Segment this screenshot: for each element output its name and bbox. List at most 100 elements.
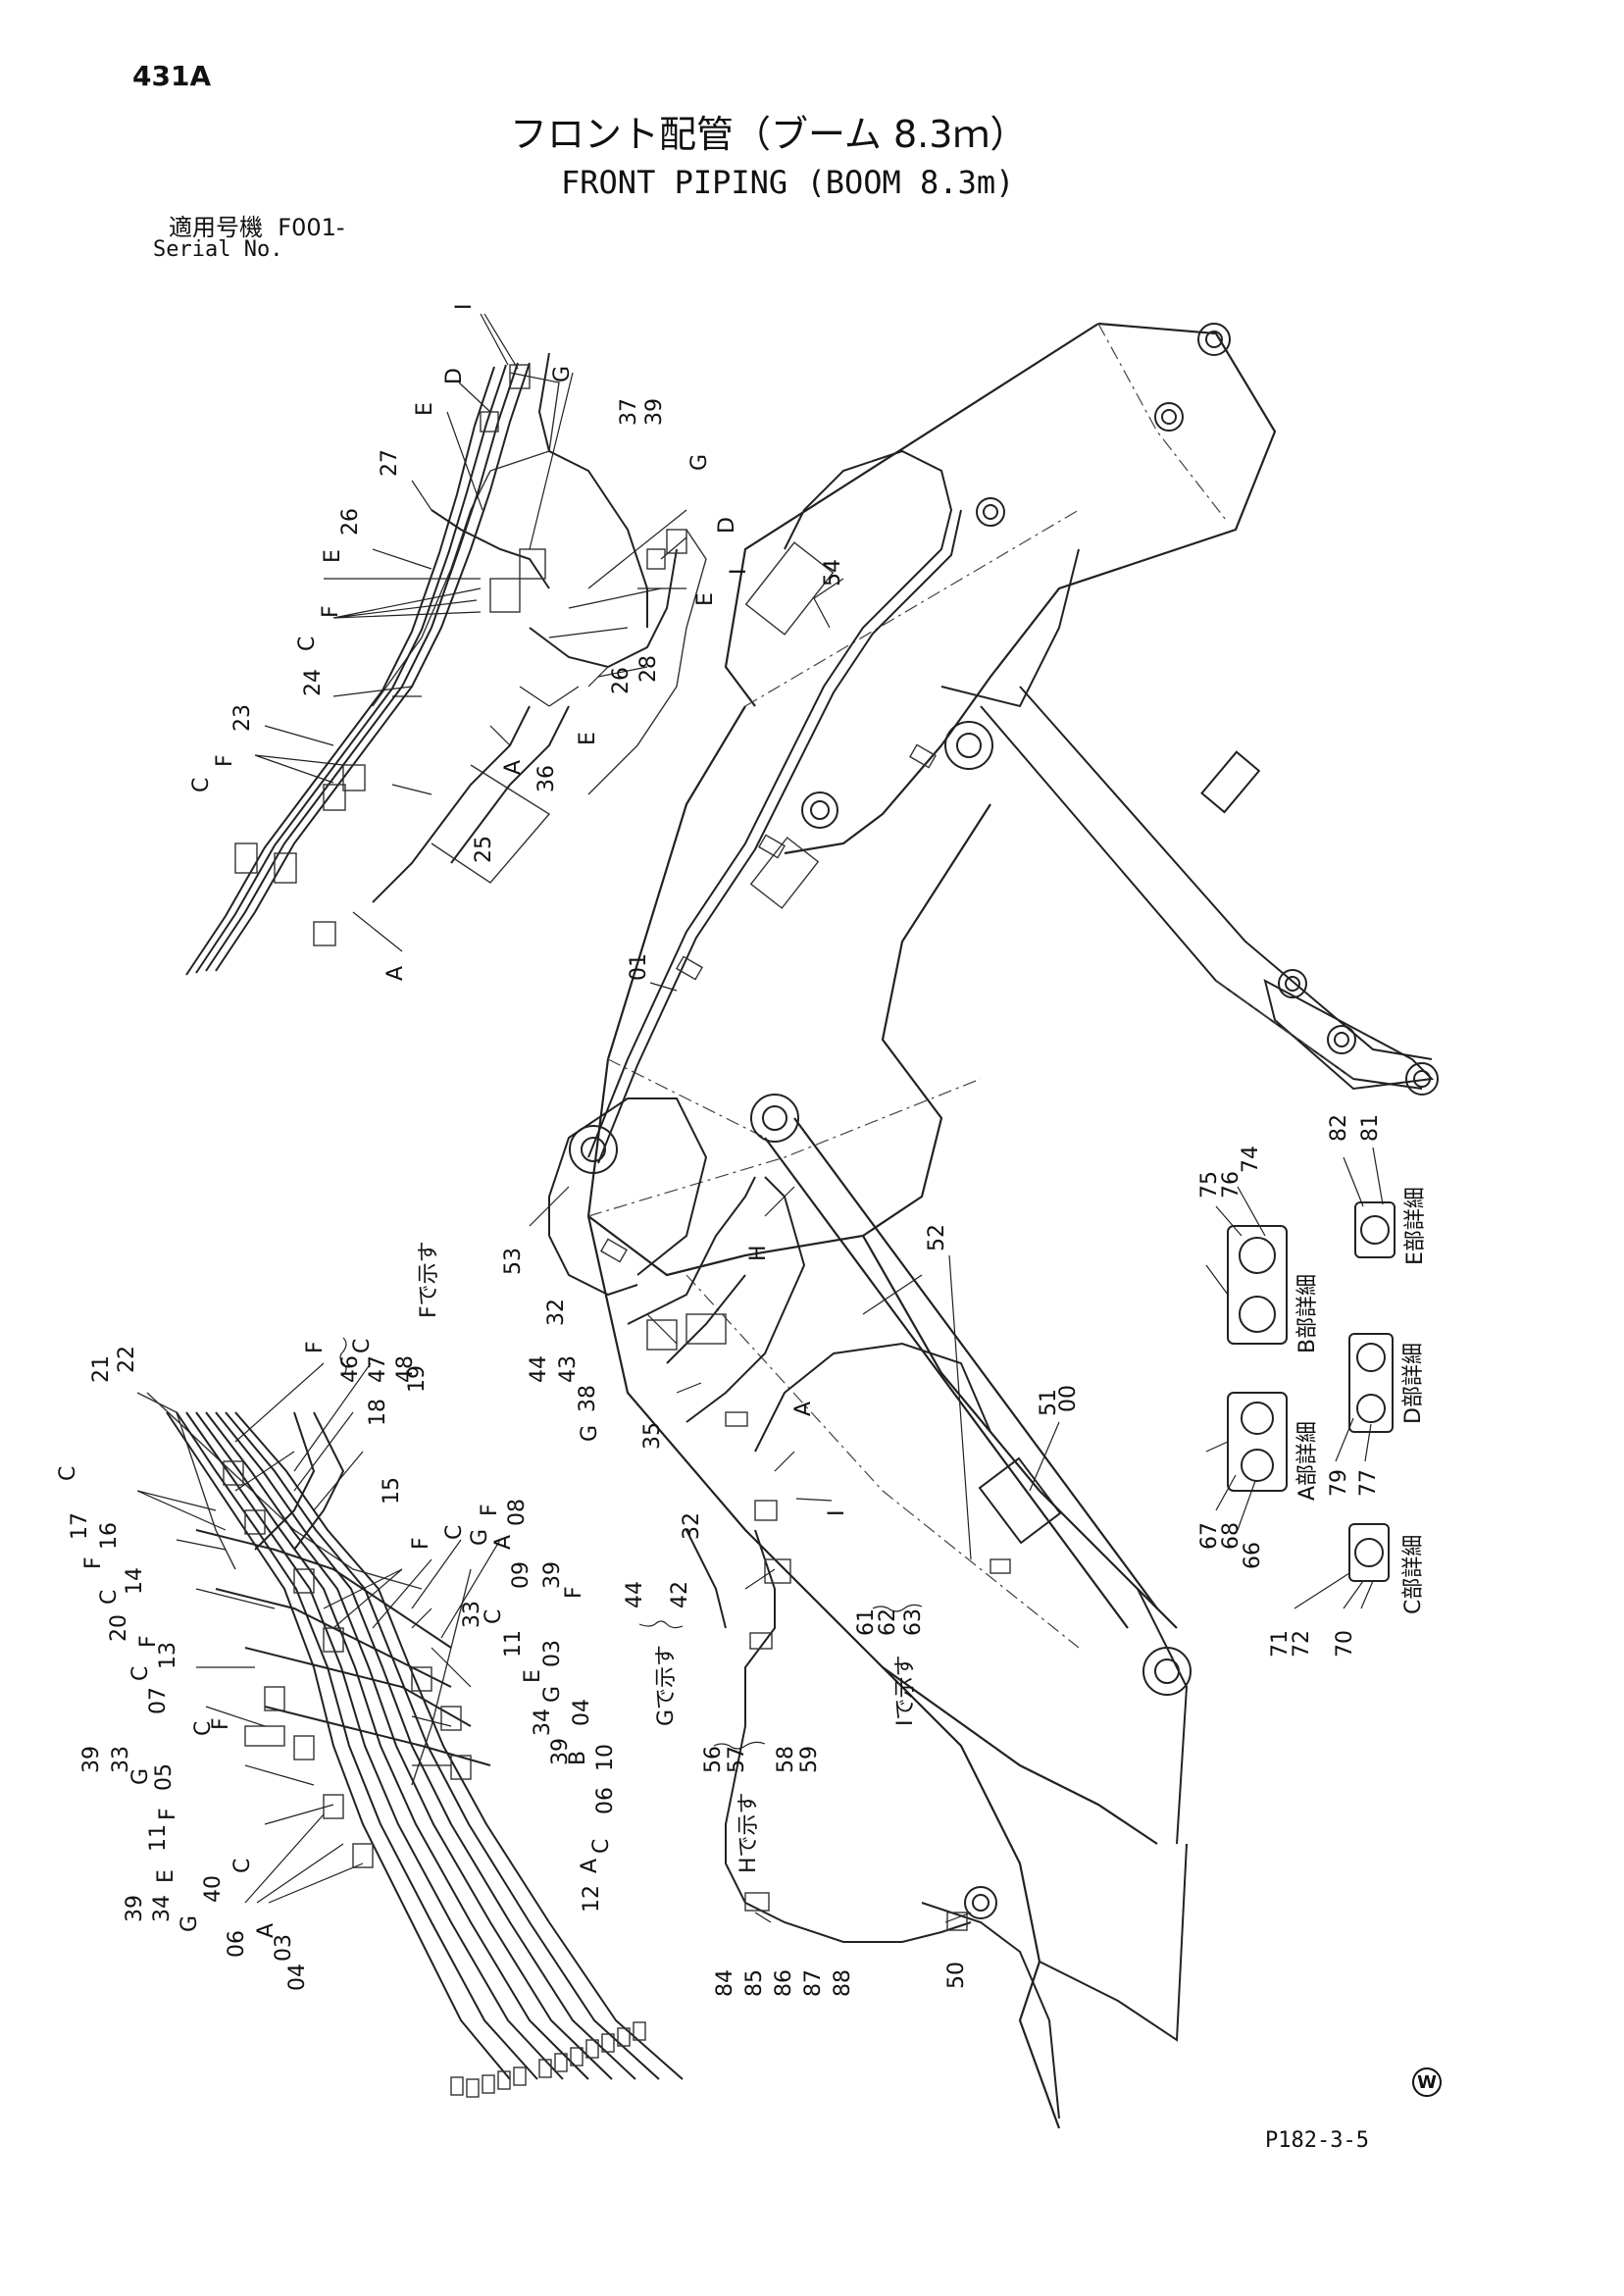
title-japanese: フロント配管（ブーム 8.3ｍ） xyxy=(510,113,1028,156)
callout-label: E xyxy=(321,549,345,563)
boom-arm-structure xyxy=(569,322,1439,2129)
bottom-detail-view xyxy=(136,1392,684,2098)
callout-label: 79 xyxy=(1327,1469,1351,1497)
callout-label: 33 xyxy=(460,1601,484,1628)
callout-label: 28 xyxy=(636,655,661,683)
callout-label: 26 xyxy=(338,508,363,536)
callout-label: 11 xyxy=(146,1824,171,1852)
callout-label: 39 xyxy=(642,398,667,426)
callout-label: 75 xyxy=(1197,1171,1222,1199)
callout-label: F xyxy=(303,1341,328,1353)
callout-label: 76 xyxy=(1219,1171,1243,1199)
callout-label: 70 xyxy=(1333,1630,1357,1658)
callout-label: 24 xyxy=(301,669,326,696)
callout-label: G xyxy=(687,454,712,471)
callout-label: 39 xyxy=(540,1561,565,1589)
callout-label: 33 xyxy=(109,1746,133,1773)
detail-label-d: D部詳細 xyxy=(1401,1343,1426,1424)
callout-label: 84 xyxy=(713,1969,737,1997)
serial-label-ja: 適用号機 xyxy=(169,214,263,241)
callout-label: H xyxy=(746,1245,771,1261)
callout-label: 42 xyxy=(668,1581,692,1608)
callout-label: 39 xyxy=(548,1738,573,1765)
indicator-note-f: Fで示す xyxy=(417,1241,441,1318)
callout-label: 01 xyxy=(627,953,651,981)
title-english: FRONT PIPING (BOOM 8.3m) xyxy=(561,164,1015,201)
group-indicator-notes: Fで示す 46 47 48 Gで示す 44 42 Hで示す 56 57 58 5… xyxy=(338,1241,926,1873)
callout-label: 61 xyxy=(854,1608,879,1636)
callout-label: F xyxy=(136,1635,161,1648)
clamp-detail-b xyxy=(1205,1186,1288,1345)
detail-label-a: A部詳細 xyxy=(1295,1421,1320,1501)
callout-label: C xyxy=(97,1590,122,1605)
callout-label: 12 xyxy=(580,1885,604,1913)
callout-label: 77 xyxy=(1356,1469,1381,1497)
document-number: P182-3-5 xyxy=(1265,2128,1369,2153)
callout-label: 74 xyxy=(1239,1146,1263,1173)
callout-label: 88 xyxy=(831,1969,855,1997)
callout-label: A xyxy=(501,760,526,775)
serial-label-japanese: 適用号機 F001- xyxy=(169,216,345,239)
callout-label: G xyxy=(178,1915,202,1932)
top-detail-callouts: I D G 37 39 E 27 G 26 E I D E F C 28 26 … xyxy=(189,304,751,982)
callout-label: 06 xyxy=(225,1930,249,1958)
clamp-detail-d xyxy=(1335,1333,1394,1462)
callout-label: 19 xyxy=(405,1365,430,1393)
callout-label: 32 xyxy=(680,1512,704,1540)
callout-label: 35 xyxy=(640,1422,665,1450)
callout-label: 37 xyxy=(617,398,641,426)
callout-label: 09 xyxy=(509,1561,533,1589)
indicator-note-h: Hで示す xyxy=(736,1792,761,1873)
callout-label: B xyxy=(566,1751,590,1765)
callout-label: E xyxy=(154,1869,178,1883)
callout-label: 68 xyxy=(1219,1522,1243,1550)
callout-label: 82 xyxy=(1327,1114,1351,1142)
callout-label: 59 xyxy=(797,1746,822,1773)
callout-label: 44 xyxy=(623,1581,647,1608)
callout-label: 15 xyxy=(380,1477,404,1505)
callout-label: G xyxy=(128,1768,153,1785)
top-detail-leaders xyxy=(254,313,687,952)
detail-label-c: C部詳細 xyxy=(1401,1535,1426,1614)
callout-label: 00 xyxy=(1056,1385,1081,1412)
callout-label: F xyxy=(213,754,237,767)
callout-label: 43 xyxy=(556,1355,581,1383)
clamp-detail-c xyxy=(1294,1523,1390,1609)
callout-label: 39 xyxy=(79,1746,104,1773)
callout-label: 44 xyxy=(527,1355,551,1383)
callout-label: 57 xyxy=(725,1746,749,1773)
callout-label: 58 xyxy=(774,1746,798,1773)
callout-label: A xyxy=(254,1923,279,1938)
callout-label: E xyxy=(521,1669,545,1683)
callout-label: I xyxy=(452,304,477,311)
callout-label: 67 xyxy=(1197,1522,1222,1550)
callout-label: E xyxy=(413,402,437,416)
callout-label: 22 xyxy=(115,1346,139,1373)
callout-label: E xyxy=(576,732,600,745)
callout-label: 08 xyxy=(505,1499,530,1526)
indicator-note-i: Iで示す xyxy=(893,1656,918,1727)
callout-label: F xyxy=(319,605,343,618)
detail-label-e: E部詳細 xyxy=(1403,1187,1428,1265)
callout-label: 13 xyxy=(156,1642,180,1669)
callout-label: 63 xyxy=(901,1608,926,1636)
callout-label: D xyxy=(442,368,467,384)
callout-label: C xyxy=(189,778,214,792)
group-braces xyxy=(339,1337,923,1750)
callout-label: 17 xyxy=(68,1512,92,1540)
callout-label: C xyxy=(295,637,320,651)
callout-label: 66 xyxy=(1241,1542,1265,1569)
bottom-detail-callouts: 22 21 C 17 16 F 14 C 20 F 13 C 07 C F 39… xyxy=(56,1339,618,1991)
w-circle-mark: W xyxy=(1412,2067,1442,2097)
callout-label: 40 xyxy=(201,1875,226,1903)
callout-label: 38 xyxy=(576,1385,600,1412)
callout-label: 27 xyxy=(378,449,402,477)
main-piping xyxy=(548,449,1060,2119)
callout-label: 04 xyxy=(570,1699,594,1726)
callout-label: F xyxy=(209,1717,233,1730)
callout-label: 62 xyxy=(876,1608,900,1636)
indicator-note-g: Gで示す xyxy=(654,1645,679,1726)
clamp-detail-a xyxy=(1205,1392,1288,1531)
callout-label: I xyxy=(727,569,751,576)
